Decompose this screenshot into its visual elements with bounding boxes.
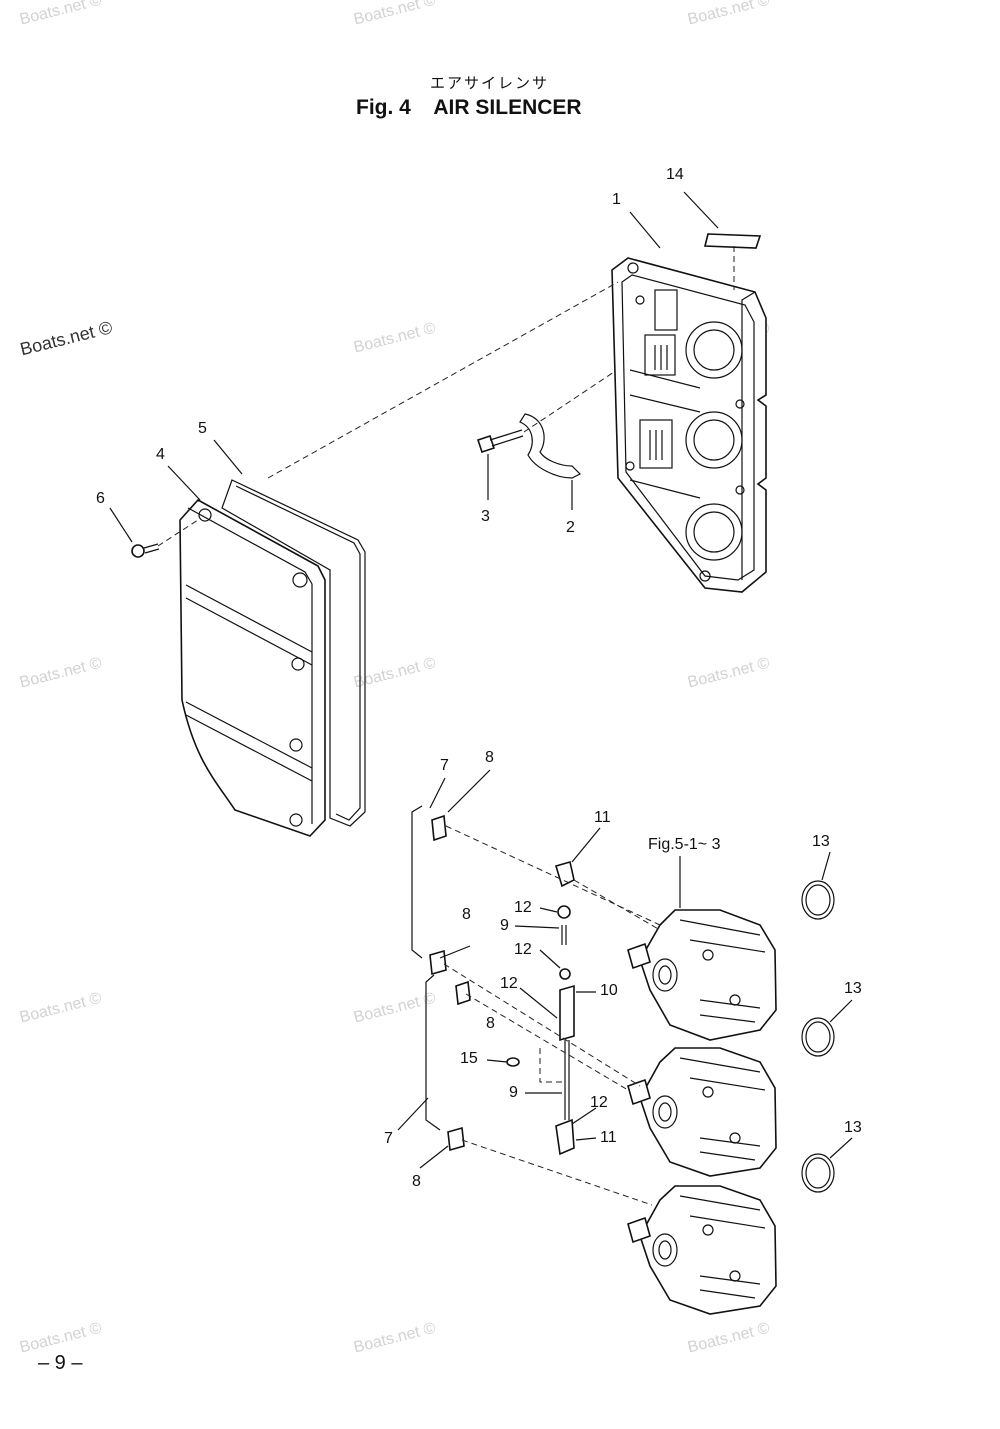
callout-11: 11 bbox=[600, 1129, 617, 1146]
label-plate bbox=[703, 233, 762, 249]
link-end-bottom bbox=[555, 1118, 575, 1156]
o-ring bbox=[801, 1017, 835, 1057]
o-ring-inner bbox=[805, 1157, 831, 1189]
nut bbox=[557, 905, 571, 919]
callout-2: 2 bbox=[566, 519, 575, 536]
callout-8: 8 bbox=[486, 1015, 495, 1032]
callout-1: 1 bbox=[612, 191, 621, 208]
callout-4: 4 bbox=[156, 446, 165, 463]
callout-3: 3 bbox=[481, 508, 490, 525]
callout-7: 7 bbox=[384, 1130, 393, 1147]
o-ring-inner bbox=[805, 1021, 831, 1053]
assembly-line bbox=[445, 825, 661, 926]
link-bracket bbox=[429, 949, 447, 976]
assembly-line bbox=[465, 993, 629, 1091]
hose-clip bbox=[519, 413, 582, 479]
link-bracket bbox=[431, 814, 447, 842]
assembly-line bbox=[443, 963, 641, 1087]
assembly-line bbox=[539, 1048, 562, 1083]
link-end-top bbox=[555, 860, 575, 888]
assembly-line bbox=[157, 519, 199, 547]
callout-9: 9 bbox=[500, 917, 509, 934]
nut bbox=[559, 968, 571, 980]
assembly-line bbox=[267, 281, 619, 479]
carburetor-middle bbox=[627, 1047, 777, 1177]
callout-12: 12 bbox=[514, 899, 532, 916]
callout-8: 8 bbox=[462, 906, 471, 923]
callout-8: 8 bbox=[485, 749, 494, 766]
o-ring bbox=[801, 1153, 835, 1193]
assembly-line bbox=[461, 1139, 653, 1206]
title-japanese: エアサイレンサ bbox=[430, 74, 550, 92]
link-bracket bbox=[455, 980, 471, 1006]
gasket bbox=[221, 479, 366, 827]
assembly-line bbox=[573, 879, 661, 931]
link-rod-lower bbox=[425, 974, 441, 1131]
carburetor-top bbox=[627, 909, 777, 1041]
callout-5: 5 bbox=[198, 420, 207, 437]
callout-15: 15 bbox=[460, 1050, 478, 1067]
callout-12: 12 bbox=[500, 975, 518, 992]
callout-9: 9 bbox=[509, 1084, 518, 1101]
callout-10: 10 bbox=[600, 982, 618, 999]
callout-14: 14 bbox=[666, 166, 684, 183]
callout-8: 8 bbox=[412, 1173, 421, 1190]
link-rod bbox=[564, 1040, 570, 1120]
figure-title: Fig. 4 AIR SILENCER bbox=[356, 96, 582, 119]
o-ring bbox=[801, 880, 835, 920]
carburetor-bottom bbox=[627, 1185, 777, 1315]
callout-11: 11 bbox=[594, 809, 611, 826]
callout-13: 13 bbox=[844, 1119, 862, 1136]
bolt bbox=[476, 429, 524, 454]
callout-12: 12 bbox=[514, 941, 532, 958]
screw bbox=[131, 543, 160, 558]
washer bbox=[506, 1057, 520, 1067]
link-joint bbox=[559, 984, 575, 1042]
page-number: – 9 – bbox=[38, 1352, 83, 1374]
callout-6: 6 bbox=[96, 490, 105, 507]
callout-13: 13 bbox=[812, 833, 830, 850]
gasket-inner bbox=[235, 485, 361, 821]
adjust-screw bbox=[561, 925, 567, 945]
callout-13: 13 bbox=[844, 980, 862, 997]
silencer-cover bbox=[179, 498, 326, 837]
fig-reference: Fig.5-1~ 3 bbox=[648, 836, 721, 853]
link-rod-upper bbox=[411, 805, 423, 959]
silencer-base-plate bbox=[611, 257, 767, 593]
o-ring-inner bbox=[805, 884, 831, 916]
callout-12: 12 bbox=[590, 1094, 608, 1111]
assembly-line bbox=[523, 371, 615, 433]
callout-7: 7 bbox=[440, 757, 449, 774]
link-bracket bbox=[447, 1126, 465, 1152]
